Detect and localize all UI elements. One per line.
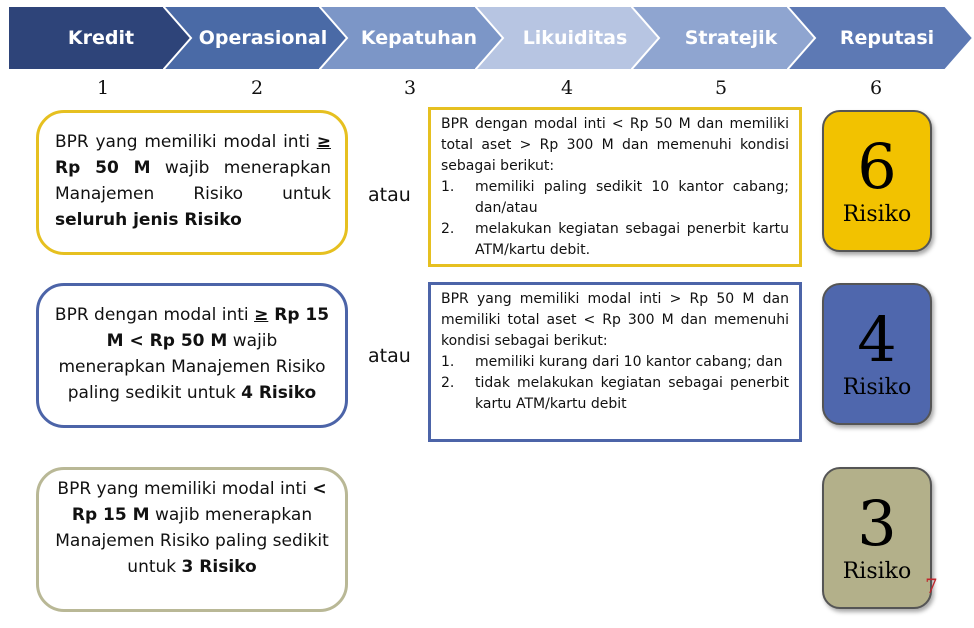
criteria-item: 1. memiliki paling sedikit 10 kantor cab… [441, 177, 789, 219]
criteria-box-6-risks: BPR dengan modal inti < Rp 50 M dan memi… [428, 107, 802, 267]
rule-symbol: ≥ [316, 132, 331, 152]
or-label: atau [368, 184, 411, 206]
rule-text: BPR yang memiliki modal inti [55, 132, 317, 152]
risk-count-label: Risiko [842, 559, 912, 584]
criteria-item-number: 2. [441, 375, 455, 391]
column-number: 2 [250, 77, 264, 99]
rule-risk-scope: seluruh jenis Risiko [55, 210, 242, 230]
column-number: 6 [869, 77, 883, 99]
column-number: 5 [714, 77, 728, 99]
chevron-operasional: Operasional [163, 6, 349, 70]
chevron-label: Operasional [198, 27, 328, 49]
rule-symbol: ≥ [254, 305, 269, 325]
chevron-label: Likuiditas [522, 27, 628, 49]
rule-text: wajib menerapkan Manajemen Risiko paling… [58, 331, 326, 403]
criteria-item-number: 1. [441, 354, 455, 370]
criteria-item: 2. tidak melakukan kegiatan sebagai pene… [441, 373, 789, 415]
risk-count-value: 3 [857, 487, 897, 560]
rule-text: wajib menerapkan Manajemen Risiko paling… [55, 505, 329, 577]
criteria-item-number: 1. [441, 179, 455, 195]
criteria-item: 1. memiliki kurang dari 10 kantor cabang… [441, 352, 789, 373]
risk-count-label: Risiko [842, 375, 912, 400]
risk-count-tile-3: 3 Risiko [822, 467, 932, 609]
criteria-item-number: 2. [441, 221, 455, 237]
rule-capital-threshold: Rp 15 M [71, 505, 150, 525]
chevron-kepatuhan: Kepatuhan [319, 6, 505, 70]
rule-capital-threshold: Rp 50 M [55, 158, 151, 178]
chevron-label: Stratejik [684, 27, 778, 49]
criteria-box-4-risks: BPR yang memiliki modal inti > Rp 50 M d… [428, 282, 802, 442]
or-label: atau [368, 345, 411, 367]
chevron-label: Kepatuhan [360, 27, 478, 49]
rule-risk-scope: 4 Risiko [241, 383, 317, 403]
chevron-label: Kredit [67, 27, 135, 49]
rule-box-all-risks: BPR yang memiliki modal inti ≥ Rp 50 M w… [36, 110, 348, 255]
criteria-item-text: tidak melakukan kegiatan sebagai penerbi… [475, 375, 789, 412]
criteria-list: 1. memiliki kurang dari 10 kantor cabang… [441, 352, 789, 415]
rule-text: BPR dengan modal inti [54, 305, 255, 325]
risk-count-label: Risiko [842, 202, 912, 227]
chevron-reputasi: Reputasi [787, 6, 973, 70]
chevron-likuiditas: Likuiditas [475, 6, 661, 70]
criteria-item: 2. melakukan kegiatan sebagai penerbit k… [441, 219, 789, 261]
chevron-stratejik: Stratejik [631, 6, 817, 70]
column-number: 3 [403, 77, 417, 99]
risk-count-tile-6: 6 Risiko [822, 110, 932, 252]
rule-capital-threshold: Rp 15 M < Rp 50 M [106, 305, 330, 351]
rule-risk-scope: 3 Risiko [181, 557, 257, 577]
criteria-list: 1. memiliki paling sedikit 10 kantor cab… [441, 177, 789, 261]
criteria-intro: BPR dengan modal inti < Rp 50 M dan memi… [441, 116, 789, 174]
criteria-item-text: memiliki paling sedikit 10 kantor cabang… [475, 179, 789, 216]
rule-symbol: < [312, 479, 327, 499]
chevron-kredit: Kredit [8, 6, 194, 70]
chevron-label: Reputasi [839, 27, 935, 49]
column-number: 4 [560, 77, 574, 99]
risk-count-value: 4 [857, 303, 897, 376]
risk-count-value: 6 [857, 130, 897, 203]
criteria-intro: BPR yang memiliki modal inti > Rp 50 M d… [441, 291, 789, 349]
rule-text: wajib menerapkan Manajemen Risiko untuk [55, 158, 331, 204]
risk-count-tile-4: 4 Risiko [822, 283, 932, 425]
criteria-item-text: memiliki kurang dari 10 kantor cabang; d… [475, 354, 783, 370]
rule-box-4-risks: BPR dengan modal inti ≥ Rp 15 M < Rp 50 … [36, 283, 348, 428]
rule-text: BPR yang memiliki modal inti [57, 479, 313, 499]
rule-box-3-risks: BPR yang memiliki modal inti < Rp 15 M w… [36, 467, 348, 612]
column-number: 1 [96, 77, 110, 99]
criteria-item-text: melakukan kegiatan sebagai penerbit kart… [475, 221, 789, 258]
page-number: 7 [925, 574, 938, 598]
